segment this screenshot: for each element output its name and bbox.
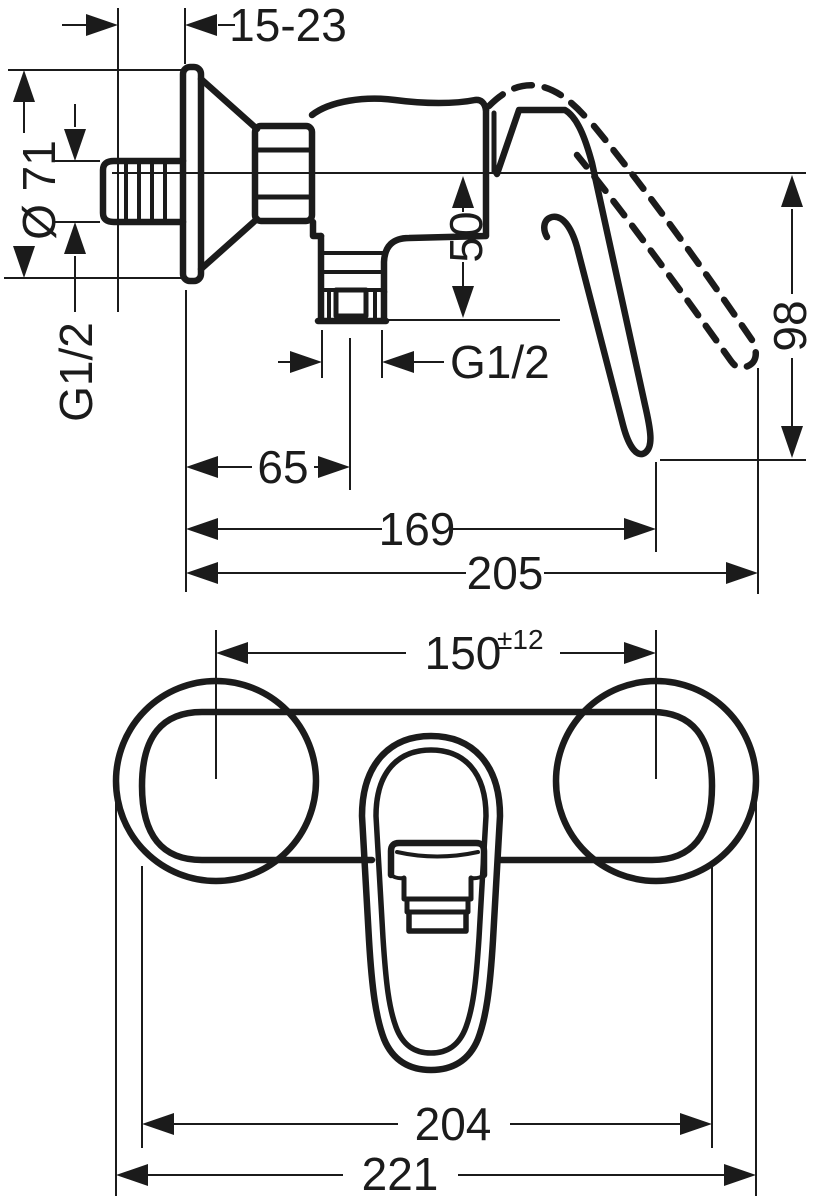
dim-overall-width-label: 221 <box>362 1148 439 1200</box>
bottom-outlet <box>314 232 390 325</box>
dim-connection-centres: 150 ±12 <box>216 624 656 679</box>
side-view-drawing: 15-23 Ø 71 G1/2 50 G1/2 <box>4 0 816 599</box>
lever-handle-open-dashed <box>485 82 759 371</box>
dim-outlet-drop-label: 50 <box>440 211 492 262</box>
dim-outlet-offset-label: 65 <box>257 441 308 493</box>
dim-inlet-thread: G1/2 <box>50 104 102 422</box>
outlet-front <box>387 839 488 934</box>
side-extension-lines <box>4 8 806 594</box>
front-view-drawing: 150 ±12 204 221 <box>112 624 760 1200</box>
dim-wall-clearance-label: 15-23 <box>229 0 347 51</box>
dim-body-width-label: 204 <box>415 1098 492 1150</box>
lever-handle-side <box>493 106 654 458</box>
dim-depth-handle-open: 205 <box>186 547 758 599</box>
lever-handle-front <box>358 732 504 1074</box>
dim-depth-handle-open-label: 205 <box>467 547 544 599</box>
dim-depth-to-handle-label: 169 <box>379 503 456 555</box>
dim-wall-clearance: 15-23 <box>62 0 347 51</box>
dim-escutcheon-diameter: Ø 71 <box>13 70 65 278</box>
mixer-body-front <box>138 708 716 864</box>
dim-depth-to-handle: 169 <box>186 503 656 555</box>
dim-connection-centres-label: 150 <box>425 627 502 679</box>
dim-handle-drop: 98 <box>764 175 816 458</box>
dim-outlet-drop: 50 <box>440 176 492 318</box>
dim-body-width: 204 <box>142 1098 712 1150</box>
dim-handle-drop-label: 98 <box>764 300 816 351</box>
dim-connection-tolerance-label: ±12 <box>497 624 544 655</box>
inlet-pipe <box>99 157 187 226</box>
dim-overall-width: 221 <box>116 1148 756 1200</box>
dim-outlet-thread: G1/2 <box>278 336 550 388</box>
dim-inlet-thread-label: G1/2 <box>50 322 102 422</box>
dim-outlet-thread-label: G1/2 <box>450 336 550 388</box>
front-extension-lines <box>115 630 757 1196</box>
mixer-body-side <box>308 95 497 296</box>
dim-outlet-offset: 65 <box>186 441 350 493</box>
dim-escutcheon-diameter-label: Ø 71 <box>13 140 65 240</box>
